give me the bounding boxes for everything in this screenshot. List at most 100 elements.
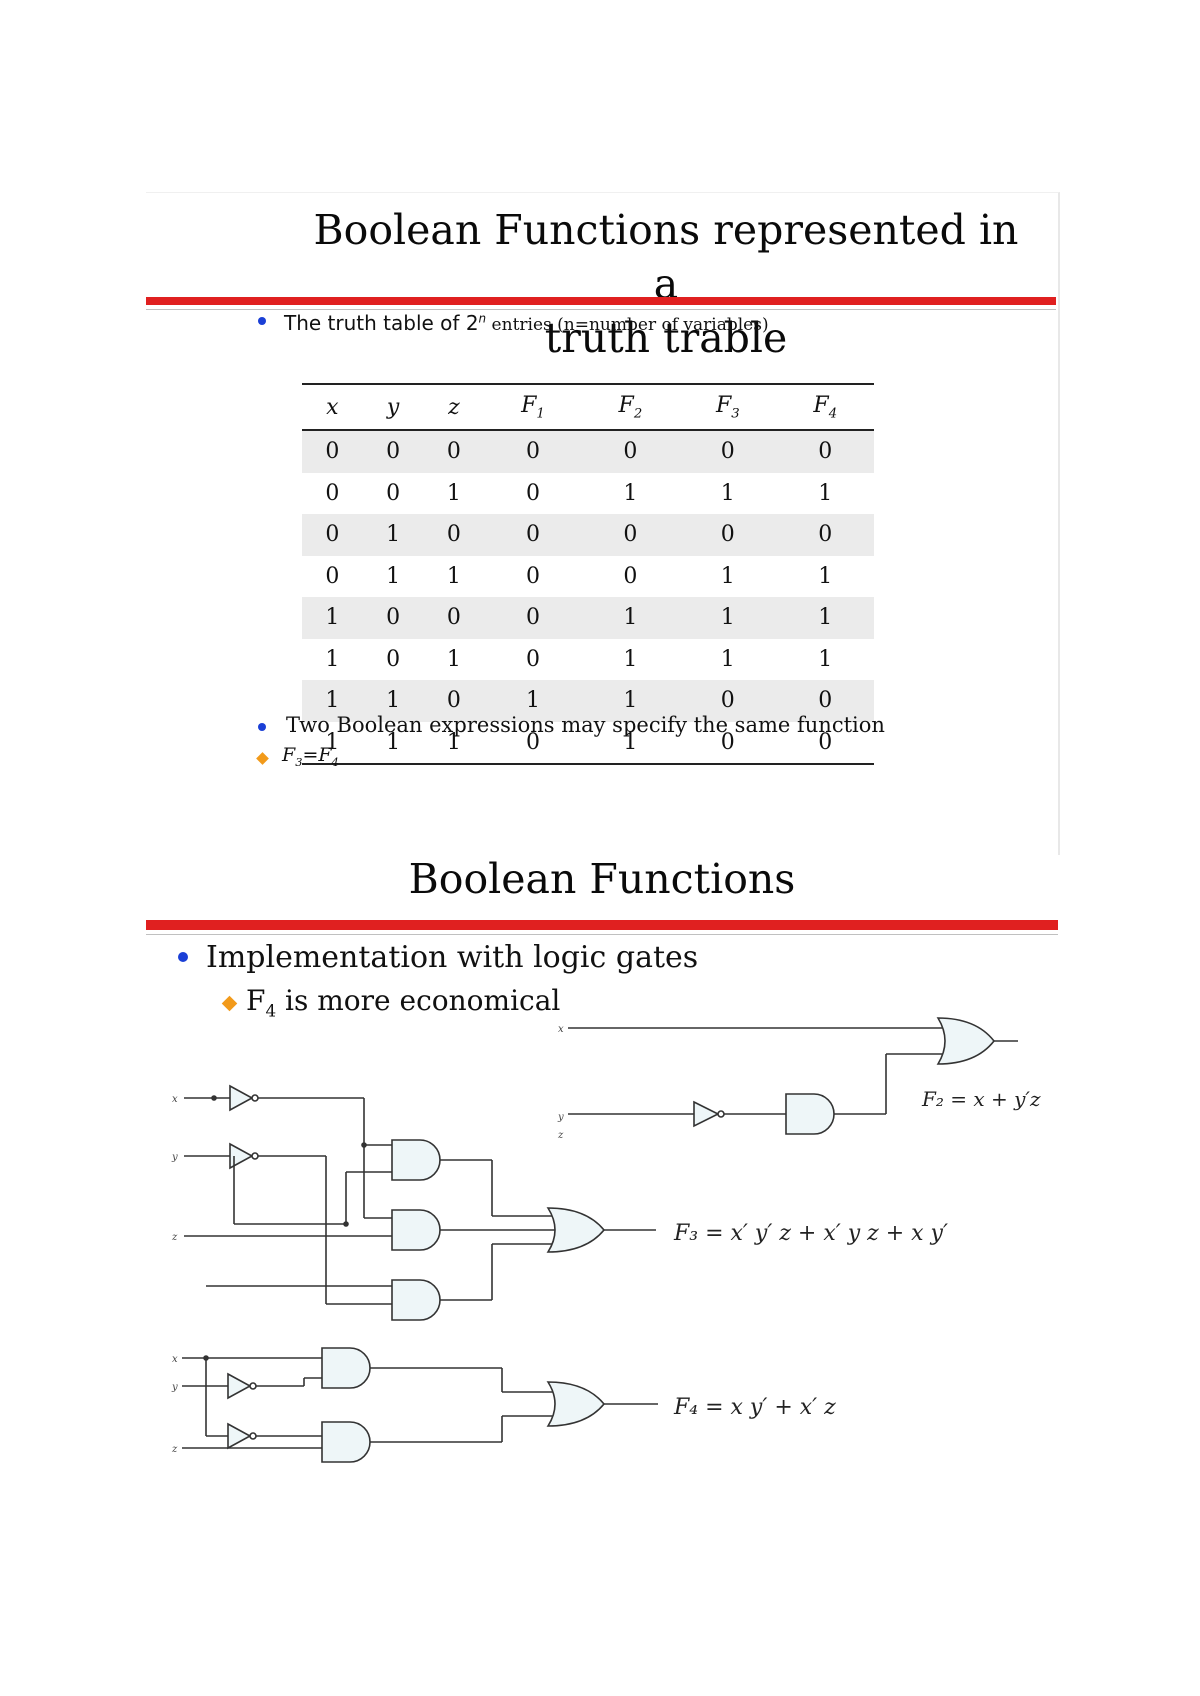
f3-x-label: x	[172, 1094, 178, 1105]
table-cell: 0	[679, 721, 777, 765]
sub-bullet-f3-equals-f4: F3=F4	[282, 744, 339, 769]
table-cell: 0	[776, 680, 874, 722]
f4-z-label: z	[171, 1444, 178, 1455]
sub-bullet-diamond	[256, 752, 269, 765]
table-cell: 1	[325, 646, 340, 672]
table-cell: 0	[362, 597, 424, 639]
table-cell: 0	[423, 680, 485, 722]
f4-y-label: y	[171, 1382, 178, 1393]
bullet1-prefix: The truth table of 2	[284, 311, 479, 335]
table-cell: 1	[581, 597, 680, 639]
table-cell: 1	[776, 597, 874, 639]
table-cell: 1	[302, 680, 363, 722]
table-cell: 0	[776, 430, 874, 473]
table-cell: 1	[818, 646, 833, 672]
f2-x-label: x	[558, 1024, 564, 1035]
table-cell: 1	[818, 480, 833, 506]
header-f2: F2	[581, 383, 680, 431]
bullet-dot	[258, 723, 266, 731]
slide2-title: Boolean Functions	[408, 855, 796, 903]
table-cell: 0	[525, 646, 540, 672]
title-line-1: Boolean Functions represented in a	[313, 206, 1019, 308]
bullet-same-function: Two Boolean expressions may specify the …	[286, 713, 885, 737]
table-cell: 0	[679, 680, 777, 722]
table-cell: 0	[776, 721, 874, 765]
table-cell: 0	[679, 430, 777, 473]
table-cell: 0	[484, 514, 582, 556]
table-cell: 0	[581, 514, 680, 556]
f4-x-label: x	[172, 1354, 178, 1365]
slide-logic-gates: Boolean Functions Implementation with lo…	[146, 852, 1058, 1492]
sub-bullet-economical: F4 is more economical	[246, 984, 561, 1021]
f4-expression: F₄ = x y′ + x′ z	[673, 1395, 836, 1420]
table-cell: 0	[679, 514, 777, 556]
table-cell: 0	[525, 563, 540, 589]
f3-z-label: z	[171, 1232, 178, 1243]
table-cell: 1	[362, 680, 424, 722]
table-cell: 0	[484, 721, 582, 765]
bullet-implementation: Implementation with logic gates	[206, 940, 699, 975]
table-cell: 0	[386, 646, 401, 672]
f2-y-label: y	[557, 1112, 564, 1123]
table-cell: 1	[446, 646, 461, 672]
table-cell: 0	[423, 430, 485, 473]
table-cell: 0	[423, 597, 485, 639]
table-cell: 1	[302, 721, 363, 765]
table-cell: 1	[446, 480, 461, 506]
title-divider-thin	[146, 309, 1056, 310]
table-cell: 1	[720, 563, 735, 589]
table-cell: 1	[581, 680, 680, 722]
table-cell: 0	[623, 563, 638, 589]
f3-y-label: y	[171, 1152, 178, 1163]
table-cell: 1	[446, 563, 461, 589]
table-cell: 0	[302, 430, 363, 473]
table-cell: 0	[325, 480, 340, 506]
header-x: x	[302, 383, 363, 431]
table-cell: 0	[581, 430, 680, 473]
bullet-dot	[178, 952, 188, 962]
bullet-truth-table-size: The truth table of 2n entries (n=number …	[284, 311, 769, 335]
f2-z-label: z	[557, 1130, 564, 1141]
header-f1: F1	[484, 383, 582, 431]
table-cell: 1	[623, 646, 638, 672]
table-cell: 0	[423, 514, 485, 556]
bullet1-suffix: entries (n=number of variables)	[486, 315, 769, 335]
table-cell: 1	[302, 597, 363, 639]
table-cell: 0	[302, 514, 363, 556]
table-cell: 1	[362, 514, 424, 556]
header-f3: F3	[679, 383, 777, 431]
table-cell: 0	[525, 480, 540, 506]
slide1-title: Boolean Functions represented in a truth…	[296, 203, 1036, 365]
table-cell: 1	[362, 721, 424, 765]
table-cell: 1	[581, 721, 680, 765]
table-cell: 0	[484, 430, 582, 473]
logic-circuits: x y z F₂ = x + y′z x	[171, 1017, 1041, 1463]
table-cell: 1	[679, 597, 777, 639]
header-y: y	[362, 383, 424, 431]
title-line-2: truth trable	[544, 314, 788, 362]
table-row: 0 0 1 0 1 1 1	[302, 473, 874, 515]
table-cell: 0	[325, 563, 340, 589]
table-cell: 1	[423, 721, 485, 765]
table-cell: 0	[386, 480, 401, 506]
bullet-dot	[258, 317, 266, 325]
table-cell: 1	[484, 680, 582, 722]
header-f4: F4	[776, 383, 874, 431]
table-cell: 1	[818, 563, 833, 589]
title-divider-red	[146, 920, 1058, 930]
table-cell: 1	[623, 480, 638, 506]
title-divider-thin	[146, 934, 1058, 935]
truth-table-header: x y z F1 F2 F3 F4	[302, 383, 874, 431]
table-cell: 0	[484, 597, 582, 639]
header-z: z	[423, 383, 485, 431]
table-cell: 1	[720, 480, 735, 506]
table-cell: 0	[776, 514, 874, 556]
table-cell: 0	[362, 430, 424, 473]
f2-expression: F₂ = x + y′z	[921, 1087, 1041, 1111]
